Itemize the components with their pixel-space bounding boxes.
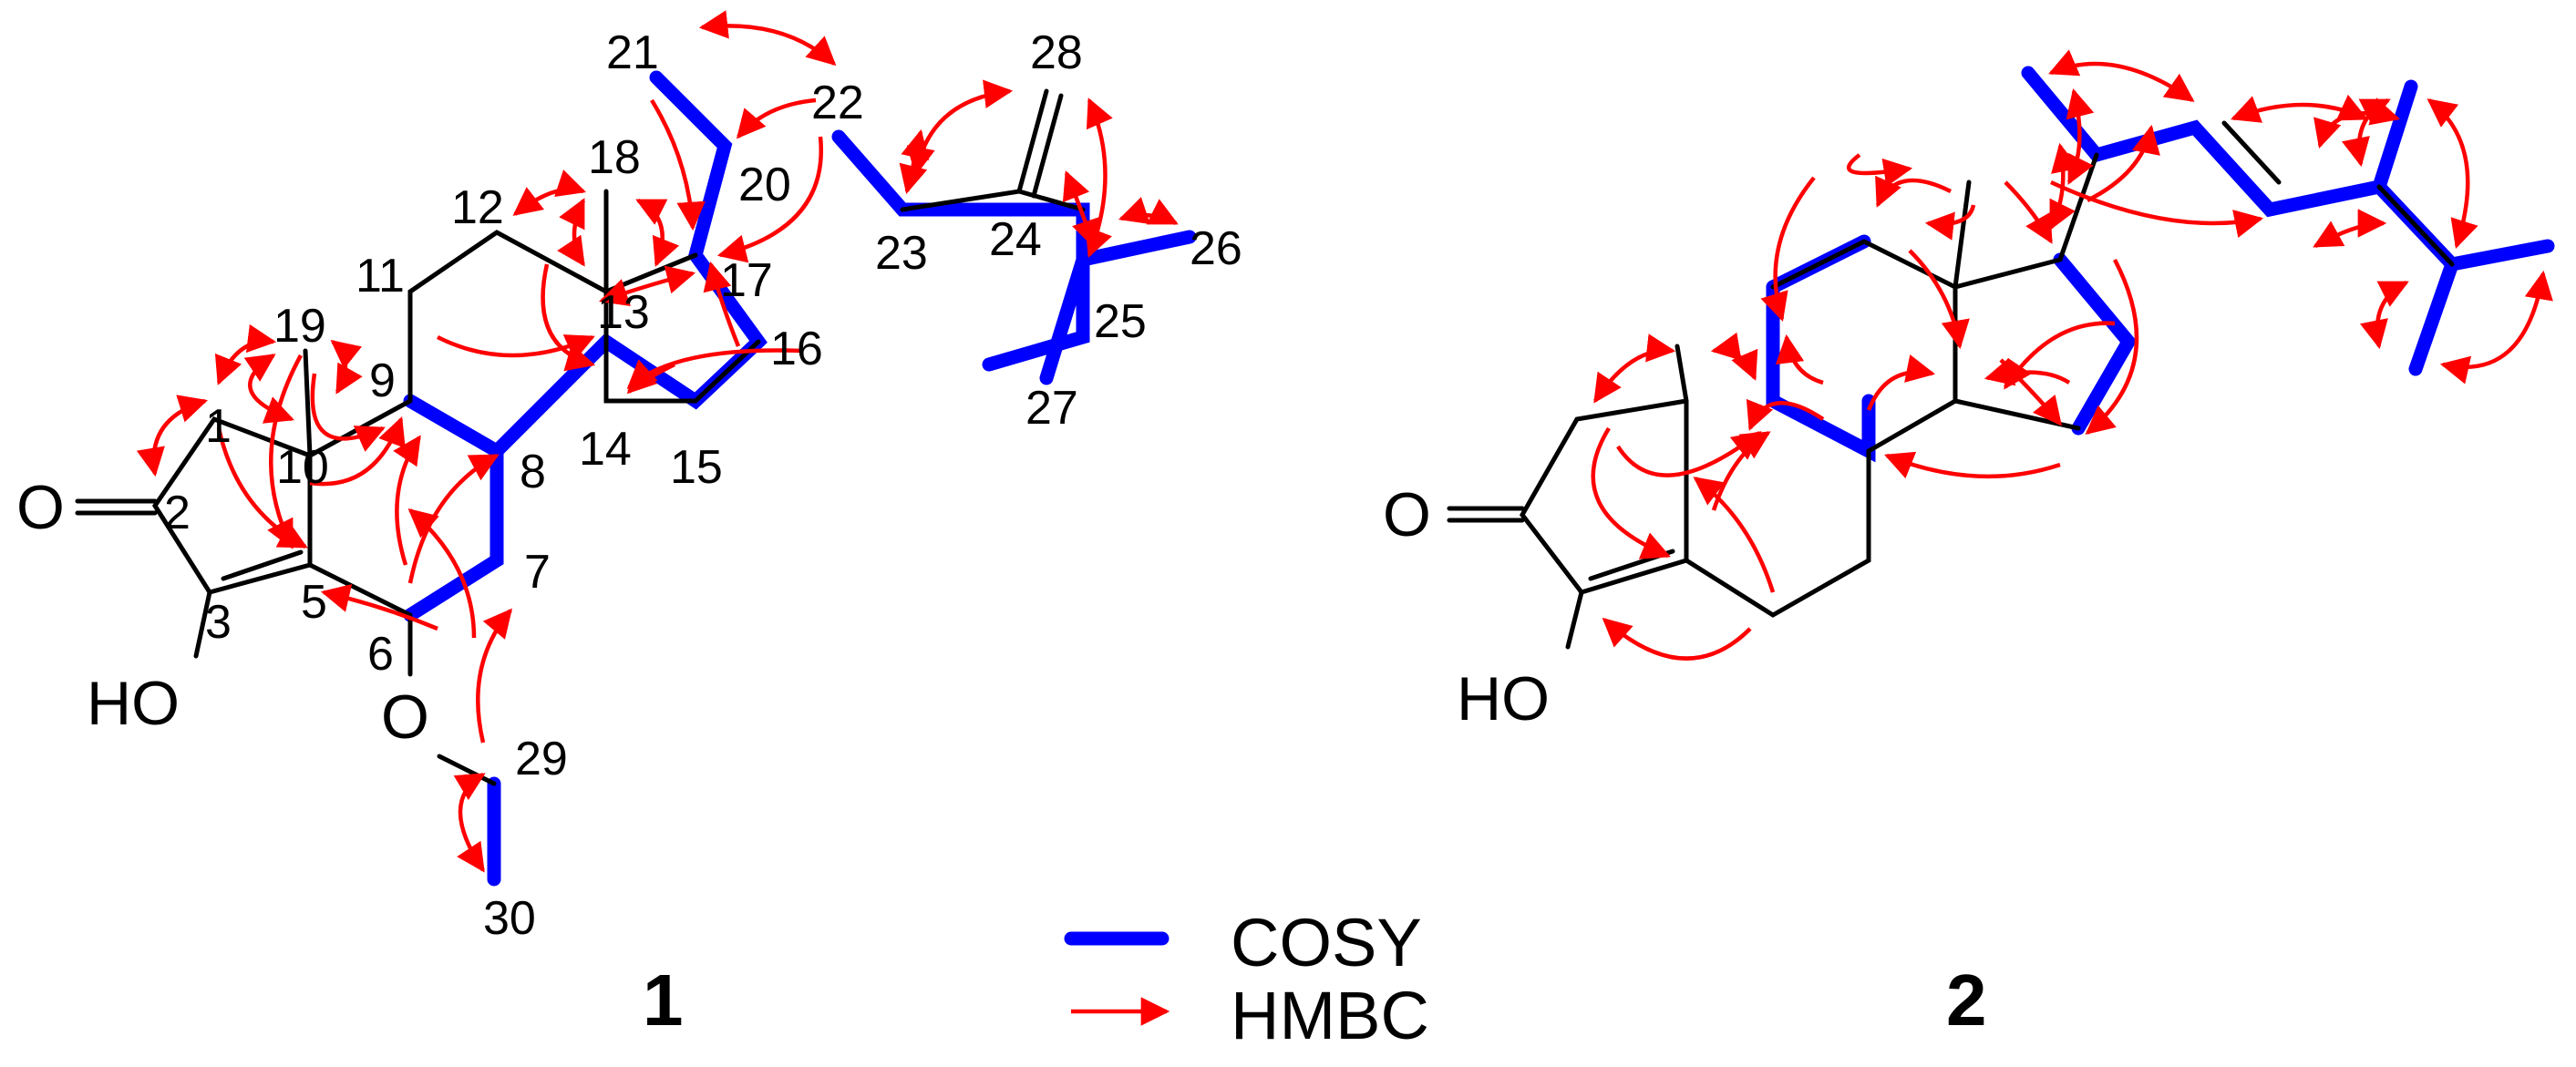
carbon-label-28: 28 — [1030, 26, 1083, 79]
compound-2-cosy-bonds — [1766, 66, 2555, 463]
carbon-label-6: 6 — [367, 628, 394, 681]
carbon-label-22: 22 — [811, 77, 864, 129]
carbon-label-24: 24 — [989, 213, 1042, 266]
carbon-label-10: 10 — [276, 441, 329, 494]
carbon-label-8: 8 — [520, 446, 546, 498]
carbon-label-14: 14 — [579, 423, 632, 476]
carbon-label-21: 21 — [606, 26, 659, 79]
carbon-label-9: 9 — [369, 354, 396, 407]
carbon-label-17: 17 — [720, 254, 773, 307]
carbon-label-23: 23 — [875, 227, 928, 280]
compound-1-atom-labels: O HO O — [16, 473, 429, 752]
carbon-label-27: 27 — [1025, 382, 1078, 435]
legend-hmbc-label: HMBC — [1231, 978, 1429, 1053]
carbon-label-29: 29 — [515, 733, 568, 785]
carbon-label-19: 19 — [273, 300, 326, 353]
c1-hydroxyl-label: HO — [87, 669, 180, 738]
carbon-label-15: 15 — [670, 441, 723, 494]
carbon-label-26: 26 — [1190, 222, 1242, 275]
carbon-label-1: 1 — [205, 400, 232, 453]
compound-2-hmbc-arrows — [1591, 49, 2553, 661]
carbon-label-11: 11 — [355, 250, 405, 303]
carbon-label-30: 30 — [483, 892, 536, 945]
compound-1-structure: O HO O 1 2 3 5 6 7 8 9 10 11 12 13 14 15… — [16, 10, 1242, 1041]
carbon-label-20: 20 — [738, 159, 791, 211]
c1-ketone-oxygen: O — [16, 473, 65, 542]
c1-ether-oxygen: O — [381, 682, 429, 752]
compound-1-carbon-numbers: 1 2 3 5 6 7 8 9 10 11 12 13 14 15 16 17 … — [164, 26, 1242, 945]
compound-2-skeleton — [1447, 120, 2455, 650]
carbon-label-25: 25 — [1094, 295, 1147, 348]
carbon-label-13: 13 — [597, 286, 650, 339]
c2-hydroxyl-label: HO — [1457, 664, 1550, 734]
legend-cosy-label: COSY — [1231, 905, 1422, 980]
carbon-label-2: 2 — [164, 487, 191, 539]
compound-1-hmbc-arrows — [136, 10, 1179, 873]
compound-2-structure: O HO 2 — [1383, 49, 2555, 1041]
c2-ketone-oxygen: O — [1383, 480, 1431, 549]
compound-2-number: 2 — [1946, 959, 1987, 1041]
carbon-label-18: 18 — [588, 131, 641, 184]
carbon-label-16: 16 — [770, 323, 823, 375]
carbon-label-3: 3 — [205, 596, 232, 649]
carbon-label-5: 5 — [301, 576, 327, 629]
carbon-label-7: 7 — [524, 546, 551, 599]
compound-1-number: 1 — [643, 959, 684, 1041]
compound-2-atom-labels: O HO — [1383, 480, 1550, 734]
carbon-label-12: 12 — [451, 181, 504, 234]
legend: COSY HMBC — [1064, 905, 1429, 1053]
